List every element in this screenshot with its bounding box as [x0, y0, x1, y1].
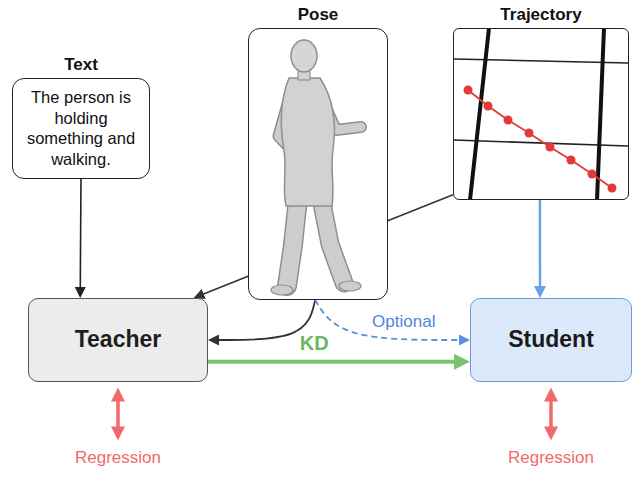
box-frame: The person is holding something and walk…: [12, 78, 150, 179]
input-box: TextThe person is holding something and …: [12, 54, 150, 179]
trajectory-point: [588, 170, 597, 179]
figure-leg: [287, 198, 298, 286]
figure-leg: [321, 198, 344, 283]
regression-arrow: [116, 396, 120, 432]
loss-label: Regression: [508, 448, 594, 468]
loss-label: Regression: [75, 448, 161, 468]
trajectory-point: [525, 129, 534, 138]
connector: [79, 179, 81, 292]
trajectory-points: [464, 86, 617, 193]
edge-label: Optional: [369, 312, 438, 332]
trajectory-grid: [454, 29, 628, 199]
grid-line: [470, 29, 489, 199]
trajectory-point: [484, 102, 493, 111]
figure-leg: [321, 198, 344, 283]
figure-torso: [281, 78, 334, 206]
grid-line: [597, 29, 604, 199]
connector: [208, 360, 460, 364]
model-box: Student: [470, 298, 632, 382]
edge-label: KD: [297, 331, 332, 354]
box-frame: Teacher: [28, 298, 208, 382]
trajectory-panel-ground: [453, 28, 629, 200]
figure-head: [291, 40, 317, 72]
trajectory-point: [567, 156, 576, 165]
human-figure: [271, 40, 361, 295]
box-frame: [248, 28, 388, 300]
box-text: The person is holding something and walk…: [21, 87, 141, 170]
panel-heading: Trajectory: [453, 4, 629, 25]
figure-leg: [287, 198, 298, 286]
box-frame: [453, 28, 629, 200]
regression-arrow: [549, 396, 553, 432]
connector: [315, 300, 463, 340]
trajectory-point: [608, 184, 617, 193]
box-text: Student: [508, 326, 594, 354]
figure-foot: [271, 285, 293, 295]
trajectory-point: [504, 116, 513, 125]
input-panel: Pose: [248, 4, 388, 300]
figure-foot: [339, 281, 361, 291]
trajectory-point: [464, 86, 473, 95]
input-panel: Trajectory: [453, 4, 629, 200]
model-box: Teacher: [28, 298, 208, 382]
panel-heading: Text: [12, 54, 150, 75]
pose-panel-ground: [248, 28, 388, 300]
box-text: Teacher: [75, 326, 162, 354]
connector: [539, 200, 542, 291]
trajectory-path: [468, 90, 612, 188]
panel-heading: Pose: [248, 4, 388, 25]
box-frame: Student: [470, 298, 632, 382]
trajectory-point: [546, 143, 555, 152]
